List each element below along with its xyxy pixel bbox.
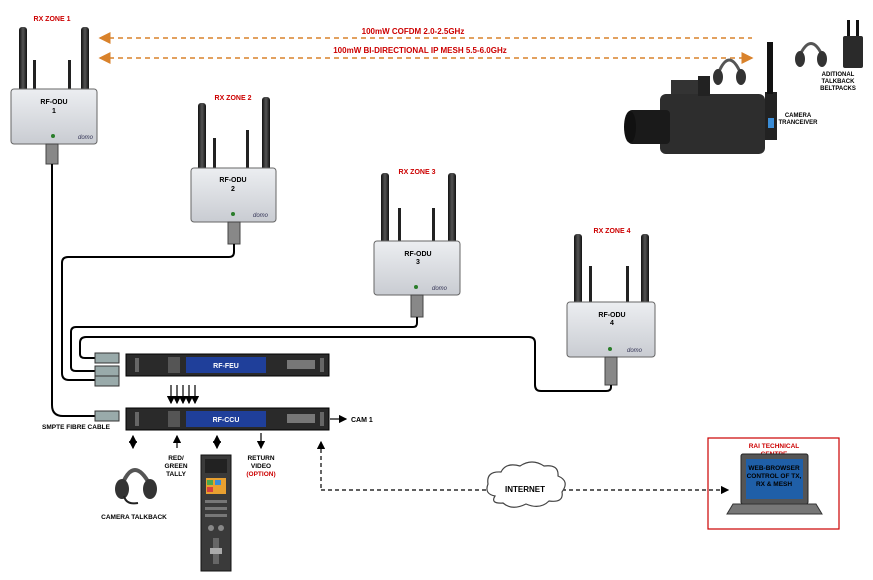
- remote-control-panel-icon: [200, 454, 232, 572]
- antenna-icon: [626, 266, 629, 302]
- rai-screen-1: WEB-BROWSER: [748, 465, 800, 472]
- odu-3-brand: domo: [432, 286, 448, 292]
- input-arrows: [166, 385, 200, 405]
- odu-2-name: RF-ODU: [219, 177, 246, 184]
- rai-screen-2: CONTROL OF TX,: [747, 473, 802, 480]
- camera-label-2: TRANCEIVER: [778, 120, 818, 126]
- antenna-icon: [641, 234, 649, 306]
- odu-4-name: RF-ODU: [598, 312, 625, 319]
- fibre-connector-icon: [94, 410, 120, 422]
- fibre-connector-icon: [604, 356, 618, 386]
- antenna-icon: [448, 173, 456, 247]
- beltpack-icon: [843, 20, 863, 68]
- antenna-icon: [213, 138, 216, 170]
- antenna-icon: [574, 234, 582, 306]
- rai-title-1: RAI TECHNICAL: [749, 443, 800, 450]
- odu-3-num: 3: [416, 259, 420, 266]
- mesh-link: 100mW BI-DIRECTIONAL IP MESH 5.5-6.0GHz: [98, 46, 754, 64]
- antenna-icon: [262, 97, 270, 173]
- rf-odu-2: RX ZONE 2 RF-ODU 2 domo: [190, 95, 277, 245]
- tally-line1: RED/: [168, 455, 184, 462]
- camera-icon: [624, 42, 777, 154]
- tally-line3: TALLY: [166, 471, 187, 478]
- tally-line2: GREEN: [164, 463, 187, 470]
- rf-odu-3: RX ZONE 3 RF-ODU 3 domo: [373, 169, 461, 318]
- rai-technical-centre: RAI TECHNICAL CENTRE WEB-BROWSER CONTROL…: [707, 437, 840, 530]
- rai-screen-3: RX & MESH: [756, 481, 792, 488]
- internet-path: [316, 440, 730, 495]
- cam-output-label: CAM 1: [351, 417, 373, 424]
- fibre-connector-icon: [45, 143, 59, 165]
- odu-1-brand: domo: [78, 135, 94, 141]
- fibre-cable-odu1: [51, 164, 95, 417]
- headset-icon: [795, 42, 827, 67]
- fibre-cable-odu4: [79, 336, 612, 392]
- rf-ccu-label: RF-CCU: [213, 417, 240, 424]
- rack-connectors: [94, 352, 120, 422]
- antenna-icon: [68, 60, 71, 90]
- zone-2-label: RX ZONE 2: [215, 95, 252, 102]
- laptop-icon: [726, 453, 823, 515]
- odu-4-num: 4: [610, 320, 614, 327]
- mesh-label: 100mW BI-DIRECTIONAL IP MESH 5.5-6.0GHz: [333, 46, 507, 55]
- fibre-connector-icon: [94, 352, 120, 364]
- fibre-connector-icon: [410, 294, 424, 318]
- antenna-icon: [198, 103, 206, 173]
- return-line1: RETURN: [247, 455, 274, 462]
- beltpacks-label-1: ADITIONAL: [822, 72, 855, 78]
- odu-1-num: 1: [52, 108, 56, 115]
- status-led-icon: [51, 134, 55, 138]
- odu-1-name: RF-ODU: [40, 99, 67, 106]
- fibre-cables: [51, 164, 612, 417]
- antenna-icon: [19, 27, 27, 97]
- beltpacks-label-3: BELTPACKS: [820, 86, 856, 92]
- rf-ccu-unit: RF-CCU: [125, 407, 330, 431]
- bottom-arrows: [128, 433, 266, 450]
- odu-3-name: RF-ODU: [404, 251, 431, 258]
- fibre-connector-icon: [227, 221, 241, 245]
- fibre-cable-label: SMPTE FIBRE CABLE: [42, 424, 111, 431]
- rf-feu-label: RF-FEU: [213, 363, 239, 370]
- internet-cloud-icon: [486, 461, 566, 508]
- antenna-icon: [589, 266, 592, 302]
- odu-2-num: 2: [231, 186, 235, 193]
- odu-2-brand: domo: [253, 213, 269, 219]
- internet-label: INTERNET: [505, 485, 545, 494]
- status-led-icon: [608, 347, 612, 351]
- fibre-cable-odu2: [61, 244, 235, 381]
- antenna-icon: [246, 130, 249, 170]
- camera-talkback-label: CAMERA TALKBACK: [101, 514, 167, 521]
- antenna-icon: [398, 208, 401, 244]
- status-led-icon: [414, 285, 418, 289]
- antenna-icon: [81, 27, 89, 97]
- cofdm-link: 100mW COFDM 2.0-2.5GHz: [98, 27, 752, 44]
- antenna-icon: [432, 208, 435, 244]
- odu-4-brand: domo: [627, 348, 643, 354]
- zone-3-label: RX ZONE 3: [399, 169, 436, 176]
- fibre-connector-icon: [94, 365, 120, 377]
- cofdm-label: 100mW COFDM 2.0-2.5GHz: [362, 27, 465, 36]
- rf-feu-unit: RF-FEU: [125, 353, 330, 377]
- beltpacks-label-2: TALKBACK: [822, 79, 856, 85]
- fibre-connector-icon: [94, 375, 120, 387]
- antenna-icon: [381, 173, 389, 247]
- rf-odu-4: RX ZONE 4 RF-ODU 4 domo: [566, 228, 656, 386]
- zone-4-label: RX ZONE 4: [594, 228, 631, 235]
- headset-icon: [115, 468, 157, 505]
- return-line2: VIDEO: [251, 463, 271, 470]
- return-line3: (OPTION): [246, 471, 275, 478]
- camera-label-1: CAMERA: [785, 113, 812, 119]
- headset-icon: [713, 58, 746, 85]
- rf-odu-1: RX ZONE 1 RF-ODU 1 domo: [10, 16, 98, 165]
- antenna-icon: [33, 60, 36, 90]
- antenna-icon: [767, 42, 773, 94]
- fibre-cable-odu3: [70, 317, 418, 372]
- zone-1-label: RX ZONE 1: [34, 16, 71, 23]
- status-led-icon: [231, 212, 235, 216]
